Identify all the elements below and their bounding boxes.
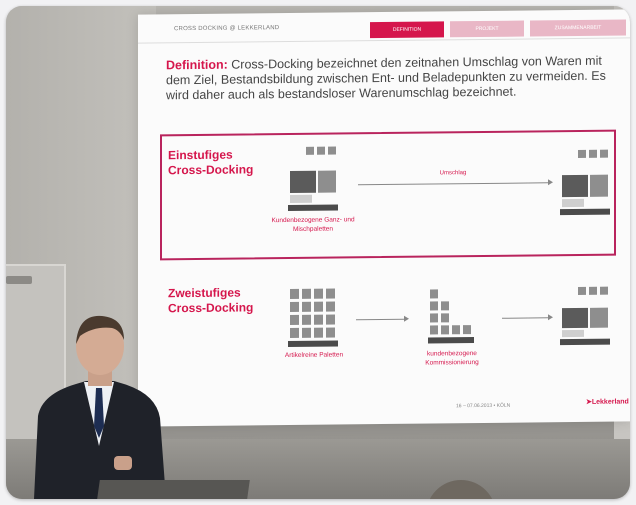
cube — [589, 286, 597, 295]
lectern — [96, 480, 250, 499]
cube — [290, 170, 316, 193]
cube — [302, 327, 311, 338]
cube — [578, 149, 586, 158]
slide-header-label: CROSS DOCKING @ LEKKERLAND — [174, 25, 280, 33]
cube — [589, 149, 597, 158]
pallet — [288, 340, 338, 348]
cube — [290, 314, 299, 325]
arrow-head — [548, 179, 553, 186]
cube — [306, 146, 314, 155]
cube — [314, 327, 323, 338]
cube — [317, 146, 325, 155]
cube — [314, 314, 323, 325]
arrow-line — [502, 317, 548, 319]
definition-label: Definition: — [166, 57, 228, 73]
cube — [441, 325, 449, 335]
cube — [562, 307, 588, 329]
cube — [452, 325, 460, 335]
photo: CROSS DOCKING @ LEKKERLAND DEFINITION PR… — [6, 6, 630, 499]
cube — [590, 307, 608, 328]
cube — [326, 327, 335, 338]
cube — [430, 289, 438, 299]
cube — [430, 301, 438, 311]
arrow-head — [548, 314, 553, 321]
cube — [430, 313, 438, 323]
door-handle — [6, 276, 32, 284]
cube — [302, 288, 311, 299]
section2-caption2: kundenbezogene Kommissionierung — [425, 350, 479, 367]
cube — [430, 325, 438, 335]
cube — [290, 327, 299, 338]
arrow-line — [356, 318, 404, 321]
cube — [302, 314, 311, 325]
pallet — [428, 337, 474, 344]
slide-header: CROSS DOCKING @ LEKKERLAND DEFINITION PR… — [138, 9, 630, 44]
cube — [314, 301, 323, 312]
cube — [314, 288, 323, 299]
audience-head — [426, 480, 496, 499]
cube — [590, 174, 608, 197]
cube — [290, 301, 299, 312]
section2-caption1: Artikelreine Paletten — [284, 351, 344, 360]
pallet — [288, 204, 338, 212]
pallet — [560, 338, 610, 346]
cube — [290, 194, 312, 203]
definition-text: Cross-Docking bezeichnet den zeitnahen U… — [166, 53, 606, 103]
tab-definition: DEFINITION — [370, 21, 444, 39]
projected-slide: CROSS DOCKING @ LEKKERLAND DEFINITION PR… — [138, 9, 630, 427]
arrow-label: Umschlag — [439, 170, 467, 177]
cube — [441, 301, 449, 311]
tab-projekt: PROJEKT — [450, 20, 524, 38]
cube — [290, 288, 299, 299]
cube — [326, 314, 335, 325]
cube — [562, 198, 584, 208]
definition-paragraph: Definition: Cross-Docking bezeichnet den… — [166, 54, 606, 104]
cube — [562, 329, 584, 338]
section1-caption: Kundenbezogene Ganz- und Mischpaletten — [271, 216, 355, 233]
tab-zusammenarbeit: ZUSAMMENARBEIT — [530, 19, 626, 37]
cube — [328, 146, 336, 155]
cube — [562, 174, 588, 198]
cube — [302, 301, 311, 312]
slide-footer: 16 – 07.06.2013 • KÖLN — [456, 402, 511, 410]
cube — [318, 170, 336, 193]
cube — [441, 313, 449, 323]
cube — [463, 325, 471, 335]
lekkerland-logo: ➤Lekkerland — [586, 398, 629, 406]
cube — [326, 288, 335, 299]
cube — [600, 149, 608, 158]
section1-title: Einstufiges Cross-Docking — [168, 147, 254, 178]
cube — [326, 301, 335, 312]
arrow-head — [404, 315, 409, 322]
speaker-person — [34, 315, 166, 499]
cube — [578, 286, 586, 295]
cube — [600, 286, 608, 295]
pallet — [560, 208, 610, 216]
